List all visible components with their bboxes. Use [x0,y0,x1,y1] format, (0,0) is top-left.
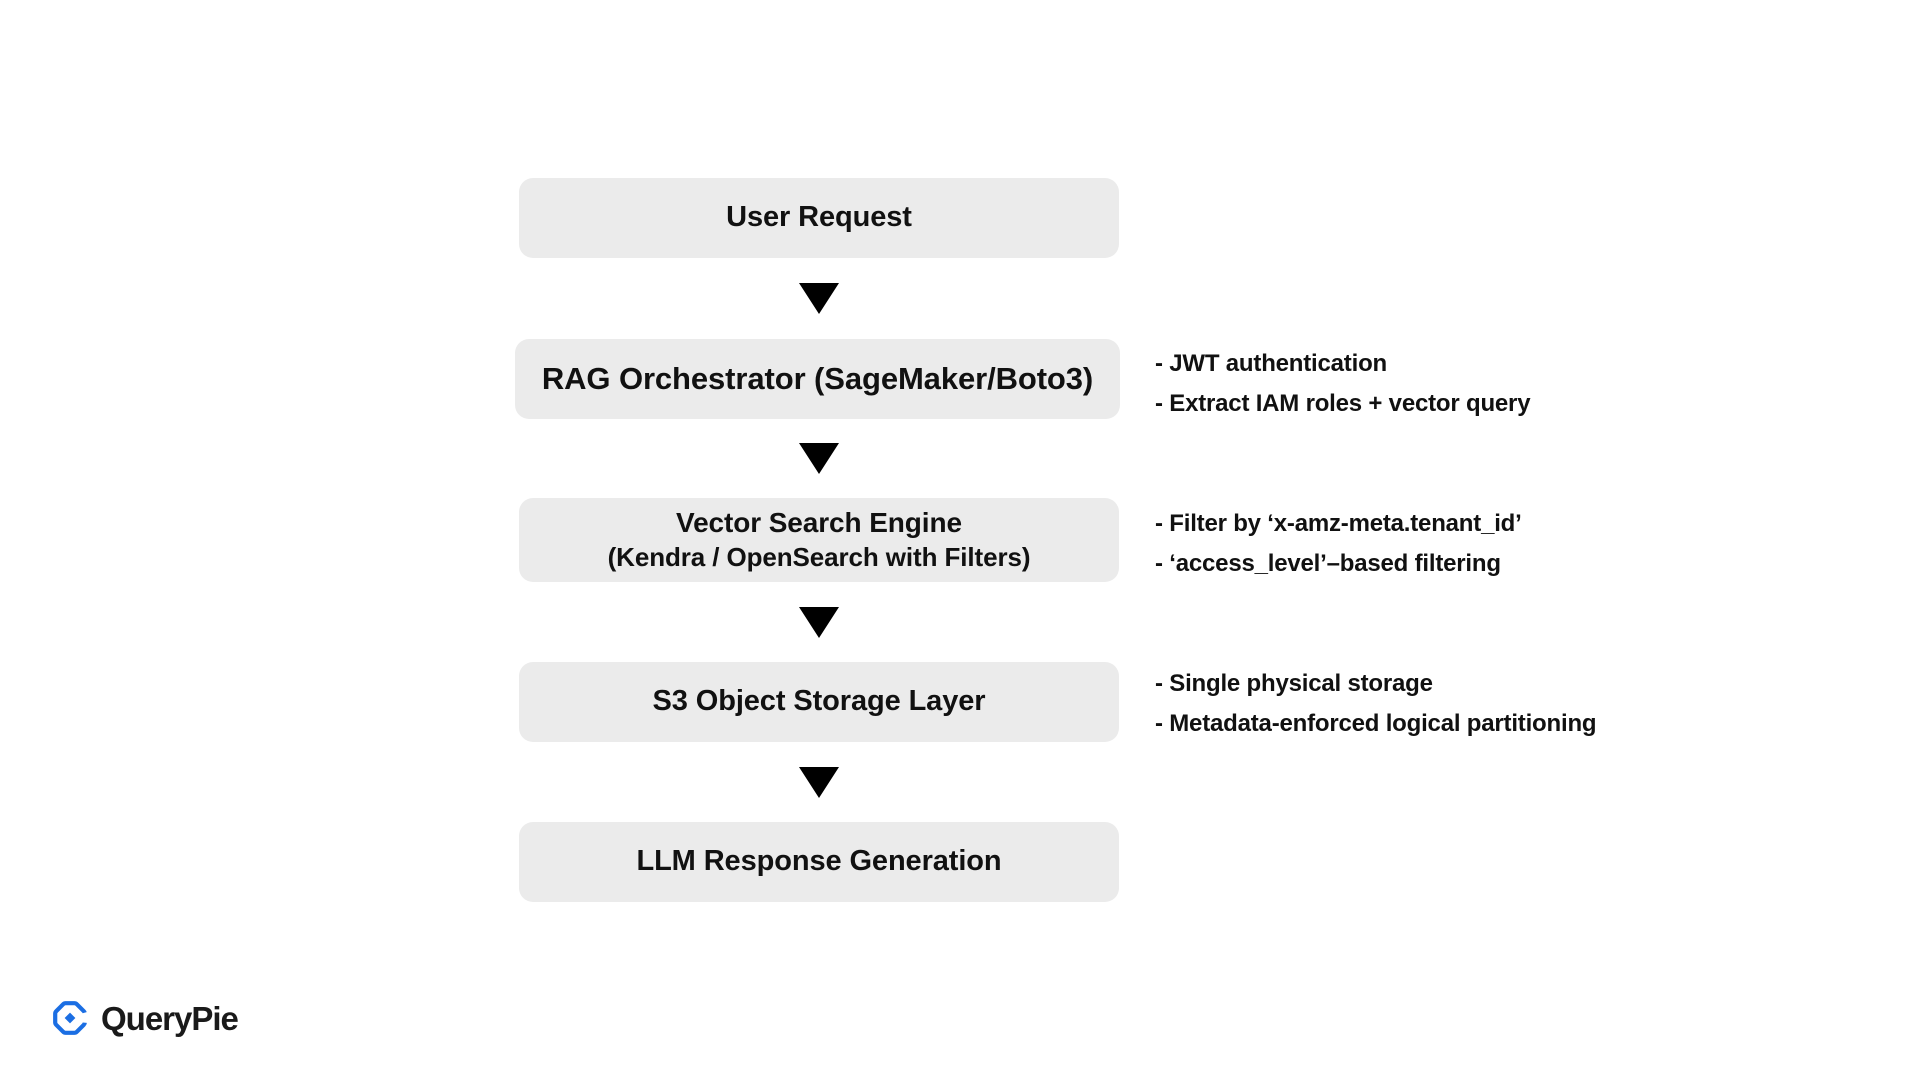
annotation-line: - ‘access_level’–based filtering [1155,550,1501,577]
flow-node-vector-search: Vector Search Engine (Kendra / OpenSearc… [519,498,1119,582]
flow-node-title: S3 Object Storage Layer [652,685,986,718]
flow-node-title: Vector Search Engine [676,507,962,539]
triangle-down-icon [799,766,839,798]
flow-arrow-1 [515,258,1123,339]
flow-node-title: LLM Response Generation [636,845,1002,878]
querypie-logo: QueryPie [52,999,239,1037]
annotation-line: - Filter by ‘x-amz-meta.tenant_id’ [1155,510,1522,537]
annotation-s3-storage: - Single physical storage - Metadata-enf… [1155,664,1597,744]
annotation-vector-search: - Filter by ‘x-amz-meta.tenant_id’ - ‘ac… [1155,504,1522,584]
querypie-wordmark: QueryPie [101,999,239,1037]
flow-node-title: RAG Orchestrator (SageMaker/Boto3) [541,361,1094,397]
annotation-line: - Extract IAM roles + vector query [1155,390,1531,417]
triangle-down-icon [799,443,839,474]
flow-arrow-4 [515,742,1123,822]
flow-node-llm-response: LLM Response Generation [519,822,1119,902]
triangle-down-icon [799,283,839,314]
annotation-line: - Metadata-enforced logical partitioning [1155,710,1597,737]
flow-node-s3-storage: S3 Object Storage Layer [519,662,1119,742]
annotation-rag-orchestrator: - JWT authentication - Extract IAM roles… [1155,344,1531,424]
flow-arrow-3 [515,582,1123,662]
flow-arrow-2 [515,419,1123,498]
annotation-line: - Single physical storage [1155,670,1433,697]
triangle-down-icon [799,606,839,638]
flow-node-subtitle: (Kendra / OpenSearch with Filters) [607,542,1031,573]
annotation-line: - JWT authentication [1155,350,1387,377]
querypie-logo-icon [52,1000,88,1036]
flow-node-user-request: User Request [519,178,1119,258]
flow-node-rag-orchestrator: RAG Orchestrator (SageMaker/Boto3) [515,339,1120,419]
flow-diagram: User Request RAG Orchestrator (SageMaker… [515,178,1123,902]
flow-node-title: User Request [726,201,912,234]
